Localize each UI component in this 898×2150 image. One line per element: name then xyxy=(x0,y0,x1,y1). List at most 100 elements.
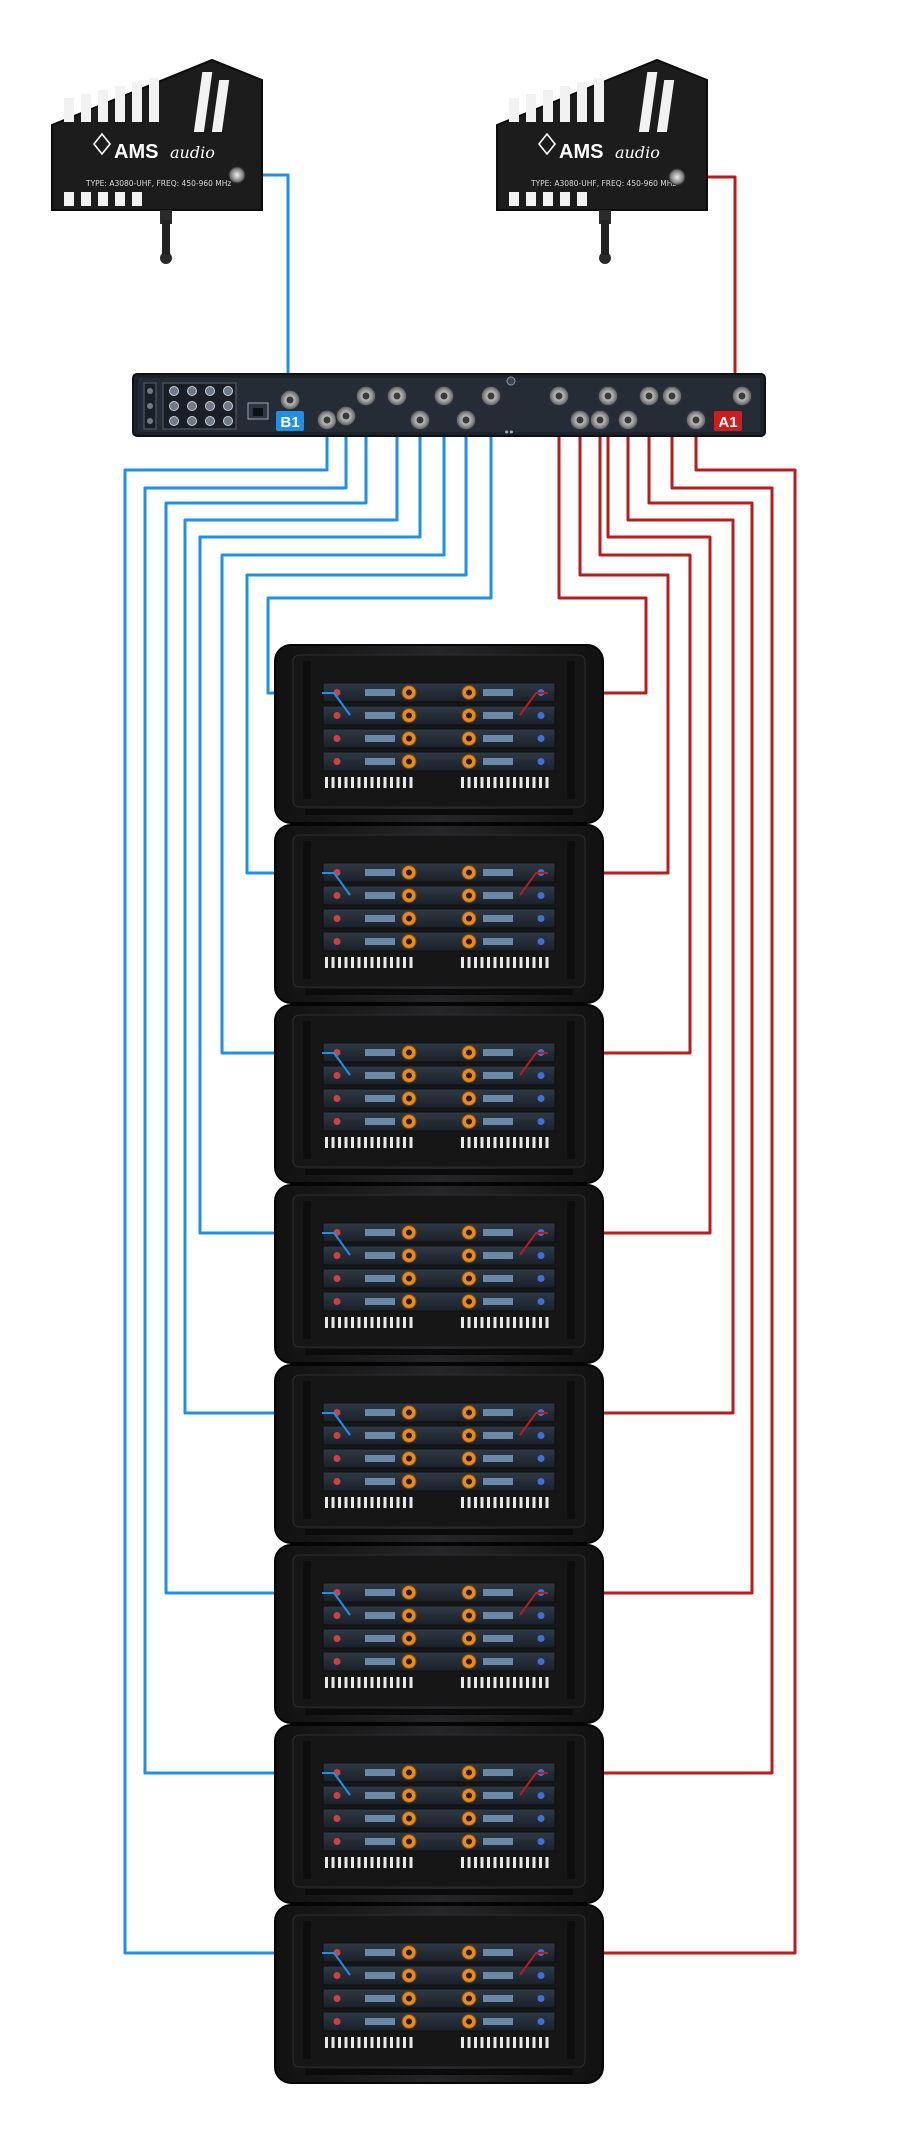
vent-slot xyxy=(325,1497,328,1508)
antenna-port xyxy=(537,1118,545,1125)
antenna-element xyxy=(81,94,91,122)
vent-slot xyxy=(383,1857,387,1868)
receiver-display xyxy=(365,1792,395,1799)
red-cable-stub xyxy=(519,1412,548,1436)
antenna-distributor: B1 A1 ● ● xyxy=(132,373,766,437)
vent-slot xyxy=(357,2037,361,2048)
antenna-port xyxy=(537,915,545,922)
vent-slot xyxy=(487,1677,490,1688)
antenna-port xyxy=(537,1455,545,1462)
vent-slot xyxy=(532,1497,536,1508)
vent-slot xyxy=(325,1317,328,1328)
knob-center xyxy=(466,1455,472,1462)
vent-slot xyxy=(480,1677,484,1688)
vent-slot xyxy=(383,777,387,788)
vent-slot xyxy=(331,777,335,788)
knob-center xyxy=(406,1298,412,1305)
wireless-receiver-unit xyxy=(322,1628,556,1649)
vent-slot xyxy=(519,1137,523,1148)
vent-slot xyxy=(461,1497,464,1508)
vent-slot xyxy=(526,957,529,968)
red-cable xyxy=(548,428,670,875)
vent-slot xyxy=(377,777,380,788)
knob-center xyxy=(466,1409,472,1416)
input-jack xyxy=(223,416,233,426)
rack-base xyxy=(305,1529,573,1535)
receiver-display xyxy=(365,1995,395,2002)
antenna-port xyxy=(333,1455,341,1462)
vent-slot xyxy=(519,1677,523,1688)
input-jack xyxy=(169,386,179,396)
vent-slot xyxy=(467,1857,471,1868)
knob-center xyxy=(466,1095,472,1102)
receiver-display xyxy=(365,1949,395,1956)
antenna-element xyxy=(656,80,675,132)
vent-slot xyxy=(409,1137,413,1148)
antenna-port xyxy=(537,1478,545,1485)
knob-center xyxy=(466,1972,472,1979)
receiver-display xyxy=(365,1072,395,1079)
knob-center xyxy=(406,1478,412,1485)
vent-slot xyxy=(390,1857,393,1868)
antenna-port xyxy=(333,1635,341,1642)
vent-slot xyxy=(338,957,341,968)
antenna-element xyxy=(115,192,125,206)
vent-slot xyxy=(338,1137,341,1148)
wireless-receiver-unit xyxy=(322,1785,556,1806)
vent-slot xyxy=(519,1317,523,1328)
vent-slot xyxy=(519,957,523,968)
bnc-port-center xyxy=(487,392,495,400)
vent-slot xyxy=(403,1317,406,1328)
antenna-left: AMS audio TYPE: A3080-UHF, FREQ: 450-960… xyxy=(51,58,263,264)
antenna-port xyxy=(333,1095,341,1102)
vent-slot xyxy=(409,957,413,968)
ams-logo-icon xyxy=(92,132,112,156)
antenna-left-connector[interactable] xyxy=(228,166,246,184)
knob-center xyxy=(466,1658,472,1665)
vent-slot xyxy=(467,1497,471,1508)
red-cable-stub xyxy=(519,872,548,896)
receiver-display xyxy=(365,892,395,899)
red-cable xyxy=(548,404,774,1775)
antenna-port xyxy=(537,892,545,899)
vent-slot xyxy=(532,1857,536,1868)
knob-center xyxy=(466,1275,472,1282)
receiver-display xyxy=(483,869,513,876)
red-cable-stub xyxy=(519,1232,548,1256)
receiver-display xyxy=(365,1972,395,1979)
vent-slot xyxy=(461,957,464,968)
vent-slot xyxy=(506,1317,510,1328)
receiver-display xyxy=(483,1769,513,1776)
vent-slot xyxy=(357,777,361,788)
antenna-left-brand: AMS xyxy=(114,141,158,163)
red-cable-stub xyxy=(519,1772,548,1796)
receiver-display xyxy=(365,1229,395,1236)
antenna-left-brand-script: audio xyxy=(170,143,215,162)
vent-slot xyxy=(506,2037,510,2048)
vent-slot xyxy=(383,1317,387,1328)
ethernet-port[interactable] xyxy=(247,402,269,420)
antenna-element xyxy=(149,78,159,122)
bnc-port-center xyxy=(692,416,700,424)
knob-center xyxy=(406,1589,412,1596)
vent-slot xyxy=(351,1857,354,1868)
vent-slot xyxy=(513,1677,516,1688)
vent-slot xyxy=(351,1497,354,1508)
red-cable xyxy=(548,428,797,1955)
antenna-right-connector[interactable] xyxy=(668,168,686,186)
rack-rail xyxy=(303,1381,311,1519)
vent-slot xyxy=(325,1677,328,1688)
vent-slot xyxy=(467,1677,471,1688)
vent-slot xyxy=(467,957,471,968)
antenna-element xyxy=(509,98,519,122)
vent-slot xyxy=(351,1677,354,1688)
receiver-display xyxy=(483,1589,513,1596)
vent-slot xyxy=(526,1137,529,1148)
knob-center xyxy=(406,1635,412,1642)
vent-slot xyxy=(344,1857,348,1868)
vent-slot xyxy=(480,1137,484,1148)
antenna-element xyxy=(64,192,74,206)
cable-stub-layer xyxy=(322,692,548,1976)
vent-slot xyxy=(377,1677,380,1688)
vent-slot xyxy=(474,1857,477,1868)
